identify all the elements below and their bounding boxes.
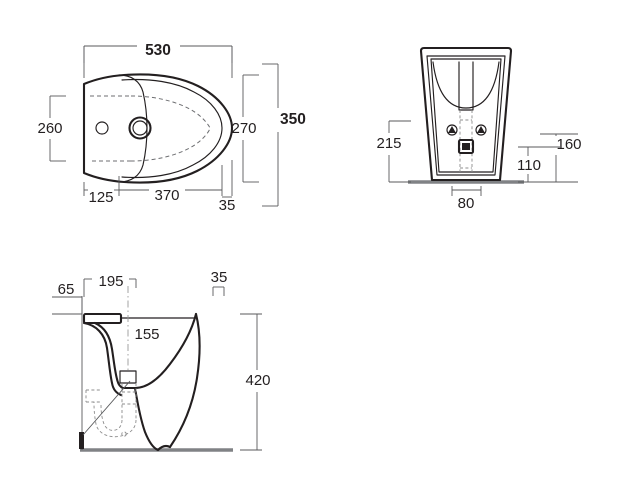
tap-hole-plan — [95, 121, 109, 135]
side-section-view: 65 195 155 35 420 — [52, 269, 271, 452]
front-elevation-view: 215 110 160 80 — [376, 46, 582, 212]
dimension-80-label: 80 — [458, 195, 475, 212]
front-fixing-bolt-right — [475, 124, 487, 136]
dimension-420: 420 — [240, 313, 271, 451]
dimension-350-label: 350 — [280, 111, 306, 128]
dimension-350: 350 — [262, 63, 306, 207]
side-wall-foot — [79, 432, 84, 449]
side-foot-kick — [156, 444, 172, 452]
dimension-530: 530 — [83, 42, 233, 63]
front-body-outline — [419, 46, 513, 182]
dimension-110-label: 110 — [517, 157, 541, 174]
front-fixing-bolt-left — [446, 124, 458, 136]
dimension-260: 260 — [37, 95, 66, 162]
dimension-215-label: 215 — [376, 135, 401, 152]
dimension-260-label: 260 — [37, 120, 62, 137]
front-body-inner-line — [426, 55, 506, 176]
dimension-160: 160 — [540, 133, 582, 183]
dimension-125-label: 125 — [88, 189, 113, 206]
dimension-195: 195 — [83, 273, 137, 297]
side-leader-line — [82, 380, 131, 436]
front-bowl-rim-curve — [432, 61, 500, 109]
dimension-80: 80 — [451, 186, 482, 212]
dimension-155-label: 155 — [134, 326, 159, 343]
dimension-195-label: 195 — [98, 273, 123, 290]
front-drain-outlet — [457, 138, 475, 155]
dimension-270-label: 270 — [231, 120, 256, 137]
bidet-plan-inner-rim — [121, 78, 223, 179]
dimension-155: 155 — [134, 326, 159, 343]
dimension-160-label: 160 — [556, 136, 581, 153]
side-outlet-collar — [119, 370, 137, 384]
dimension-chain-bottom: 125 370 35 — [83, 160, 236, 214]
dimension-65-label: 65 — [58, 281, 75, 298]
front-bowl-recess — [430, 58, 502, 173]
front-hidden-duct — [459, 110, 473, 172]
front-feed-channel — [458, 61, 474, 111]
dimension-35-side: 35 — [211, 269, 228, 296]
dimension-215: 215 — [376, 120, 411, 183]
dimension-35-top-label: 35 — [219, 197, 236, 214]
drain-plan — [128, 116, 152, 140]
dimension-65: 65 — [52, 281, 83, 315]
side-back-profile-outer — [82, 321, 123, 397]
side-pedestal-rear — [133, 386, 160, 452]
side-hidden-waste-pipe — [121, 383, 137, 420]
side-back-rim — [82, 312, 123, 325]
dimension-370-label: 370 — [154, 187, 179, 204]
dimension-420-label: 420 — [245, 372, 270, 389]
dimension-110: 110 — [517, 146, 560, 183]
top-plan-view: 530 260 — [37, 42, 305, 214]
dimension-270: 270 — [231, 74, 259, 183]
dimension-35-side-label: 35 — [211, 269, 228, 286]
side-back-profile-inner — [93, 321, 125, 390]
side-hidden-trap — [85, 389, 137, 438]
bidet-plan-hidden-contour — [90, 95, 211, 162]
side-bowl-interior — [121, 312, 198, 390]
dimension-530-label: 530 — [145, 42, 171, 59]
side-front-outer-profile — [168, 312, 201, 449]
bidet-plan-outline — [82, 73, 234, 184]
